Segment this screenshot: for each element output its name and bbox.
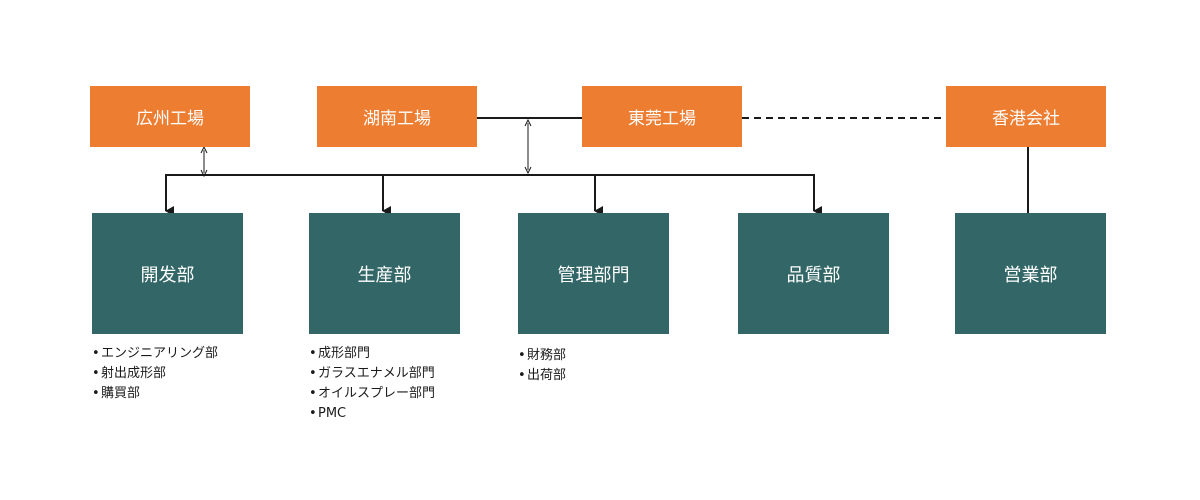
company-hongkong-label: 香港会社 (992, 109, 1060, 129)
hunan-dongguan-arrowhead-up (524, 118, 532, 127)
development-subunits-list: •エンジニアリング部 •射出成形部 •購買部 (92, 344, 218, 404)
dept-quality-label: 品質部 (786, 264, 841, 286)
dept-development-label: 開发部 (140, 264, 195, 286)
production-subunits-list: •成形部門 •ガラスエナメル部門 •オイルスプレー部門 •PMC (309, 344, 435, 424)
factory-dongguan-label: 東莞工場 (628, 109, 696, 129)
list-item: •エンジニアリング部 (92, 346, 219, 361)
list-item: •PMC (309, 406, 347, 421)
dept-quality: 品質部 (738, 213, 889, 334)
guangzhou-bus-arrowhead-up (200, 145, 208, 154)
list-item: •出荷部 (518, 368, 567, 383)
factory-hunan-label: 湖南工場 (363, 109, 431, 129)
dept-production-label: 生産部 (357, 264, 412, 286)
list-item: •購買部 (92, 386, 141, 401)
dept-sales: 営業部 (955, 213, 1106, 334)
list-item: •オイルスプレー部門 (309, 386, 436, 401)
company-hongkong: 香港会社 (946, 86, 1106, 147)
guangzhou-bus-arrowhead-down (200, 169, 208, 178)
dept-management: 管理部門 (518, 213, 669, 334)
list-item: •射出成形部 (92, 366, 167, 381)
dept-management-label: 管理部門 (557, 264, 630, 286)
dept-development: 開发部 (92, 213, 243, 334)
list-item: •ガラスエナメル部門 (309, 366, 435, 381)
factory-guangzhou: 広州工場 (90, 86, 250, 147)
hunan-dongguan-arrowhead-down (524, 166, 532, 175)
dept-sales-label: 営業部 (1003, 264, 1058, 286)
dept-production: 生産部 (309, 213, 460, 334)
factory-hunan: 湖南工場 (317, 86, 477, 147)
factory-guangzhou-label: 広州工場 (136, 109, 204, 129)
list-item: •財務部 (518, 348, 567, 363)
list-item: •成形部門 (309, 346, 371, 361)
management-subunits-list: •財務部 •出荷部 (518, 346, 566, 386)
factory-dongguan: 東莞工場 (582, 86, 742, 147)
